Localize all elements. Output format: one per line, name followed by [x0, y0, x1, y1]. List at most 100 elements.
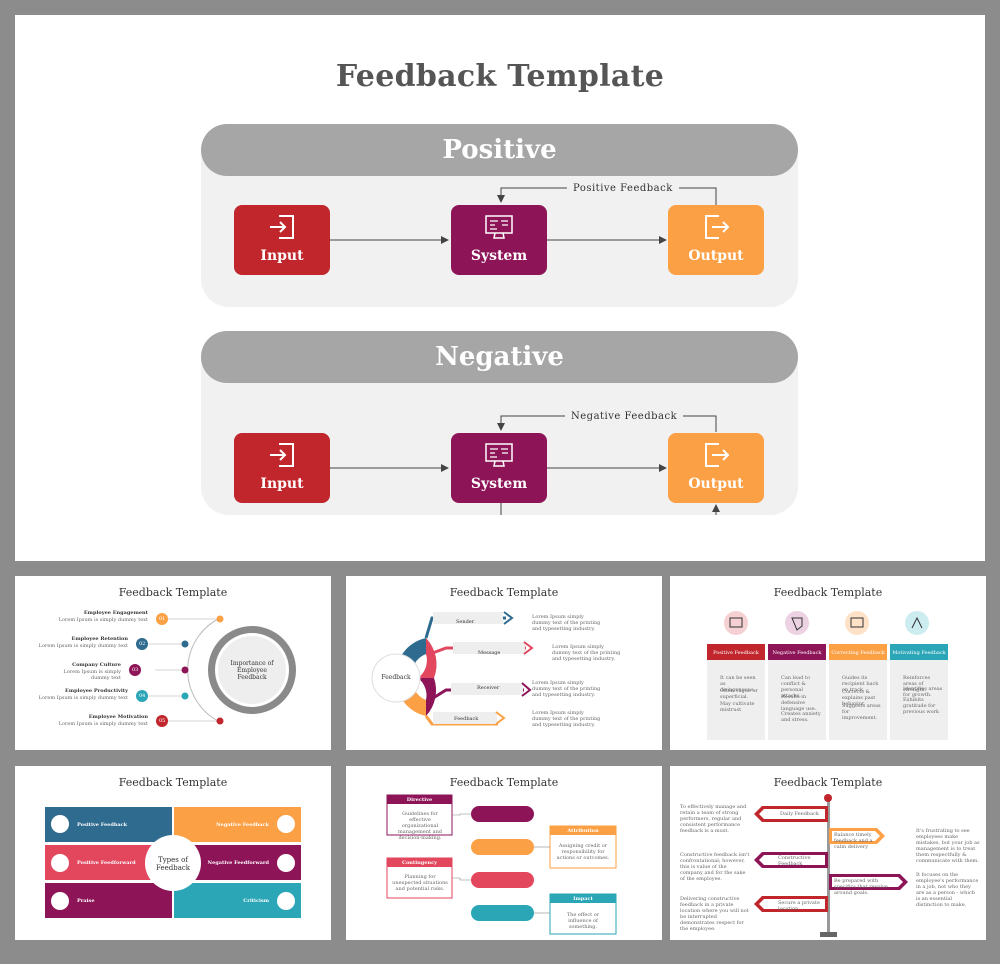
t3-col-1-bullet-2: Often vague or superficial.	[720, 688, 758, 700]
negative-system-label: System	[470, 476, 528, 492]
logout-icon	[705, 215, 730, 239]
t2-center-label: Feedback	[381, 674, 411, 681]
types-of-feedback-grid	[45, 807, 301, 918]
logout-icon	[705, 443, 730, 467]
t3-col-2-bullet-3: Creates anxiety and stress.	[781, 711, 821, 723]
t3-col-3-bullet-1: Guides its recipient back on track.	[842, 675, 879, 693]
t2-text-3: Lorem Ipsum simply dummy text of the pri…	[532, 680, 601, 698]
t3-col-3-header: Correcting Feedback	[831, 650, 885, 656]
main-slide[interactable]: Feedback Template Positive Positive Feed…	[15, 15, 985, 561]
t1-num-1: 01	[159, 616, 166, 622]
t5-box-2-title: Contingency	[401, 860, 438, 866]
negative-output-label: Output	[688, 476, 744, 492]
t6-text-1: To effectively manage and retain a team …	[680, 804, 747, 834]
thumbnail-6[interactable]: Feedback Template Daily Feedback Balance…	[670, 766, 986, 940]
t1-label-5: Employee Motivation	[88, 714, 148, 720]
t2-text-4: Lorem Ipsum simply dummy text of the pri…	[532, 710, 601, 728]
t6-text-5: Delivering constructive feedback in a pr…	[680, 896, 749, 932]
t1-text-2: Lorem Ipsum is simply dummy text	[38, 643, 128, 649]
t2-item-4: Feedback	[454, 716, 479, 722]
t4-item-6: Criticism	[243, 898, 269, 904]
t1-text-5: Lorem Ipsum is simply dummy text	[58, 721, 148, 727]
t6-sign-4: Be prepared with specifics that revolve …	[834, 878, 888, 896]
t6-sign-1: Daily Feedback	[780, 811, 819, 817]
t3-col-2-bullet-2: Results in defensive language use.	[781, 694, 817, 712]
t1-label-3: Company Culture	[72, 662, 121, 668]
t3-col-4-header: Motivating Feedback	[892, 650, 946, 656]
t3-col-4-bullet-3: Exhibits gratitude for previous work	[903, 697, 940, 715]
positive-input-label: Input	[260, 248, 304, 264]
t1-num-2: 02	[139, 641, 146, 647]
thumbnail-5[interactable]: Feedback Template Directive Guidelines f…	[346, 766, 662, 940]
t5-box-4-title: Impact	[573, 896, 593, 902]
t6-text-3: Constructive feedback isn't confrontatio…	[680, 852, 750, 882]
t1-num-4: 04	[139, 693, 146, 699]
t3-col-3-bullet-2: Corrects & explains past behavior.	[842, 689, 876, 707]
t1-text-4: Lorem Ipsum is simply dummy text	[38, 695, 128, 701]
thumbnail-title: Feedback Template	[118, 776, 228, 789]
t1-text-3: Lorem Ipsum is simply dummy text	[63, 669, 121, 681]
negative-input-box[interactable]: Input	[234, 433, 330, 503]
t5-box-1-title: Directive	[406, 797, 433, 803]
positive-feedback-label: Positive Feedback	[567, 183, 679, 194]
login-icon	[270, 215, 294, 239]
main-title: Feedback Template	[335, 59, 665, 94]
employee-feedback-diagram	[129, 613, 296, 727]
positive-output-box[interactable]: Output	[668, 205, 764, 275]
t3-col-2-header: Negative Feedback	[772, 650, 822, 656]
t1-center-label: Importance of Employee Feedback	[230, 660, 274, 681]
negative-panel: Negative Negative Feedback Input	[201, 331, 798, 515]
t1-label-2: Employee Retention	[71, 636, 128, 642]
feedback-model-diagram	[386, 794, 617, 935]
t6-sign-5: Secure a private location	[778, 900, 820, 912]
t3-col-4-bullet-2: Identifies areas for growth.	[903, 686, 943, 698]
thumbnail-title: Feedback Template	[773, 776, 883, 789]
computer-icon	[485, 215, 513, 239]
t5-box-3-text: Assigning credit or responsibility for a…	[556, 843, 610, 861]
thumbnail-4[interactable]: Feedback Template Types of Feedback Posi…	[15, 766, 331, 940]
t3-col-3-bullet-3: Suggests areas for improvement.	[842, 703, 881, 721]
t6-text-2: It's frustrating to see employees make m…	[916, 828, 980, 864]
t2-item-2: Message	[478, 650, 501, 656]
positive-output-label: Output	[688, 248, 744, 264]
t4-item-2: Negative Feedback	[216, 822, 269, 828]
negative-output-box[interactable]: Output	[668, 433, 764, 503]
t6-text-4: It focuses on the employee's performance…	[916, 872, 979, 908]
t3-col-2-bullet-1: Can lead to conflict & personal attacks.	[781, 675, 810, 699]
thumbnail-title: Feedback Template	[449, 776, 559, 789]
signpost-diagram	[754, 794, 908, 937]
negative-system-box[interactable]: System	[451, 433, 547, 503]
t1-text-1: Lorem Ipsum is simply dummy text	[58, 617, 148, 623]
t4-item-5: Praise	[77, 898, 95, 904]
positive-panel: Positive Positive Feedback Input	[201, 124, 798, 307]
thumbnail-1[interactable]: Feedback Template Importance of Employee…	[15, 576, 331, 750]
t5-box-4-text: The effect or influence of something.	[566, 912, 600, 930]
positive-input-box[interactable]: Input	[234, 205, 330, 275]
login-icon	[270, 443, 294, 467]
negative-input-label: Input	[260, 476, 304, 492]
negative-heading: Negative	[201, 331, 798, 383]
t5-box-1-text: Guidelines for effective organizational …	[397, 811, 442, 841]
t4-item-4: Negative Feedforward	[207, 860, 269, 866]
thumbnail-3[interactable]: Feedback Template Positive Feedback Nega…	[670, 576, 986, 750]
t2-item-3: Receiver	[477, 685, 500, 691]
t3-col-1-header: Positive Feedback	[713, 650, 759, 656]
thumbnail-title: Feedback Template	[118, 586, 228, 599]
t1-num-5: 05	[159, 718, 166, 724]
t3-col-1-bullet-3: May cultivate mistrust	[720, 701, 755, 713]
t2-text-2: Lorem Ipsum simply dummy text of the pri…	[552, 644, 621, 662]
positive-system-label: System	[470, 248, 528, 264]
thumbnail-title: Feedback Template	[773, 586, 883, 599]
negative-feedback-label: Negative Feedback	[565, 411, 684, 422]
thumbnail-2[interactable]: Feedback Template Feedback Sender Messag…	[346, 576, 662, 750]
t1-label-4: Employee Productivity	[65, 688, 128, 694]
positive-system-box[interactable]: System	[451, 205, 547, 275]
positive-heading: Positive	[201, 124, 798, 176]
t3-col-4-bullet-1: Reinforces areas of strength.	[903, 675, 931, 693]
t5-box-3-title: Attribution	[567, 828, 599, 834]
t4-center-label: Types of Feedback	[155, 856, 191, 872]
t6-sign-3: Constructive Feedback	[778, 855, 811, 867]
thumbnail-title: Feedback Template	[449, 586, 559, 599]
t4-item-3: Positive Feedforward	[77, 860, 136, 866]
t2-item-1: Sender	[456, 619, 475, 625]
